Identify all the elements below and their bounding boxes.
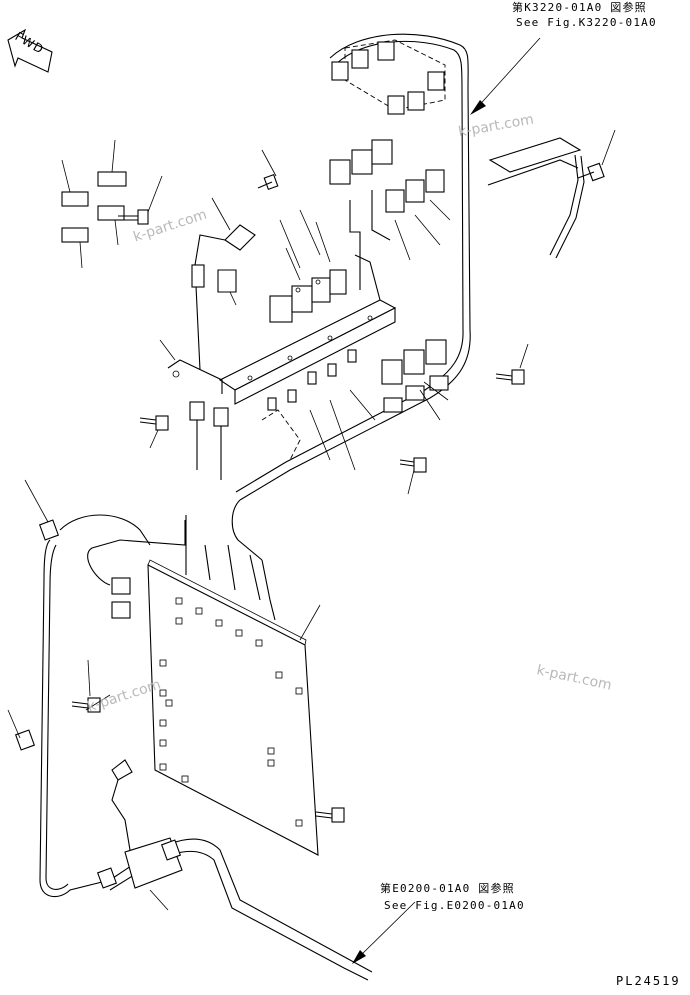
controller-plate bbox=[147, 515, 321, 856]
part-number: PL24519 bbox=[616, 974, 681, 988]
left-relay-sockets bbox=[61, 139, 127, 269]
bolt-icon-3 bbox=[495, 343, 529, 385]
leader-lines bbox=[159, 209, 331, 361]
lower-right-relays bbox=[381, 339, 449, 421]
bolt-icon-1 bbox=[118, 175, 163, 225]
ref-top-jp: 第K3220-01A0 図参照 bbox=[512, 1, 647, 14]
top-relay-cluster bbox=[331, 39, 446, 115]
ref-bottom-jp: 第E0200-01A0 図参照 bbox=[380, 882, 515, 895]
ref-bottom-en: See Fig.E0200-01A0 bbox=[384, 899, 525, 912]
bolt-icon-4 bbox=[139, 415, 169, 449]
reference-arrow-top bbox=[470, 37, 541, 115]
fwd-arrow-icon bbox=[7, 28, 53, 73]
right-bracket bbox=[487, 129, 616, 259]
bolt-icon-5 bbox=[399, 457, 427, 495]
bottom-harness bbox=[85, 694, 373, 981]
rail-relays bbox=[269, 269, 347, 323]
relay-cluster-upper bbox=[329, 139, 451, 290]
reference-arrow-bottom bbox=[352, 901, 416, 964]
bolt-icon-2 bbox=[257, 149, 279, 191]
sensor-component bbox=[191, 197, 256, 371]
ref-top-en: See Fig.K3220-01A0 bbox=[516, 16, 657, 29]
connector-clips bbox=[189, 349, 376, 480]
bolt-icon-7 bbox=[315, 807, 345, 823]
main-harness-right bbox=[235, 33, 471, 501]
main-harness-left bbox=[7, 479, 263, 898]
mounting-rail bbox=[167, 254, 397, 405]
